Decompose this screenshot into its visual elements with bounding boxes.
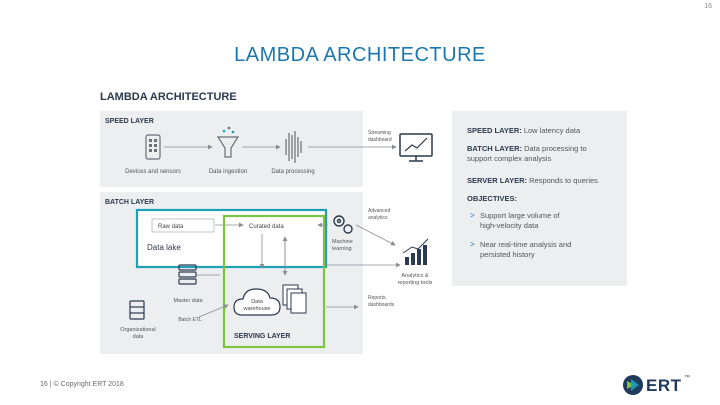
batch-summary-text-2: support complex analysis [467, 154, 551, 163]
devices-sensors-icon [145, 134, 161, 160]
server-summary-head: SERVER LAYER: [467, 176, 527, 185]
server-icon [129, 300, 145, 320]
reports-label: Reports, [368, 295, 387, 301]
ml-label: Machine [332, 239, 353, 245]
speed-summary-text: Low latency data [522, 126, 581, 135]
server-summary-text: Responds to queries [527, 176, 598, 185]
ml-label-2: learning [332, 246, 352, 252]
objectives-title: OBJECTIVES: [467, 194, 517, 203]
data-lake-label: Data lake [147, 243, 181, 252]
objective-bullet: > [470, 240, 475, 249]
serving-layer-title: SERVING LAYER [234, 333, 290, 340]
slide-title: LAMBDA ARCHITECTURE [234, 44, 486, 66]
devices-label: Devices and sensors [125, 169, 181, 175]
raw-data-label: Raw data [158, 224, 184, 230]
warehouse-label-2: warehouse [243, 306, 271, 312]
objective-2-line-2: persisted history [480, 250, 535, 259]
advanced-analytics-label-2: analytics [368, 215, 388, 221]
advanced-analytics-label: Advanced [368, 208, 390, 214]
objective-2: Near real-time analysis and [480, 240, 571, 249]
streaming-dashboard-icon [399, 133, 433, 162]
batch-layer-title: BATCH LAYER [105, 199, 154, 206]
summary-panel [452, 111, 627, 286]
master-data-label: Master data [173, 298, 203, 304]
batch-etl-label: Batch ETL [178, 317, 202, 323]
warehouse-label: Data [251, 299, 264, 305]
ert-logo-icon [623, 375, 643, 395]
objective-bullet: > [470, 211, 475, 220]
logo-text: ERT [646, 376, 682, 395]
data-lake-frame [135, 208, 328, 269]
org-data-label: Organizational [120, 327, 155, 333]
page-number: 16 [704, 3, 712, 10]
gears-icon [333, 215, 353, 234]
objective-1: Support large volume of [480, 211, 561, 220]
processing-label: Data processing [271, 169, 314, 175]
curated-data-label: Curated data [249, 224, 284, 230]
lambda-architecture-diagram: LAMBDA ARCHITECTURE SPEED LAYER Devices … [100, 91, 627, 354]
diagram-title: LAMBDA ARCHITECTURE [100, 91, 237, 103]
analytics-label: Analytics & [401, 273, 429, 279]
ingestion-label: Data ingestion [209, 169, 247, 175]
speed-layer-title: SPEED LAYER [105, 118, 154, 125]
footer-separator: | [49, 381, 52, 388]
serving-layer-frame [222, 214, 326, 349]
batch-summary-head: BATCH LAYER: [467, 144, 522, 153]
streaming-label: Streaming [368, 130, 391, 136]
funnel-icon [216, 126, 240, 158]
bar-chart-icon [402, 238, 429, 265]
batch-summary-text: Data processing to [522, 144, 587, 153]
server-summary: SERVER LAYER: Responds to queries [467, 176, 598, 185]
footer-page-number: 16 [40, 381, 48, 388]
data-stream-icon [285, 131, 302, 163]
copyright-text: © Copyright ERT 2018 [53, 381, 124, 388]
objective-1-line-2: high-velocity data [480, 221, 539, 230]
cloud-warehouse-icon [233, 284, 307, 316]
reports-label-2: dashboards [368, 302, 395, 308]
raw-data-box [151, 218, 215, 233]
streaming-label-2: dashboard [368, 137, 392, 143]
analytics-label-2: reporting tools [398, 280, 433, 286]
footer: 16 | © Copyright ERT 2018 [40, 381, 124, 388]
database-icon [178, 264, 197, 285]
speed-summary: SPEED LAYER: Low latency data [467, 126, 581, 135]
ert-logo: ERT ™ [622, 374, 692, 396]
speed-summary-head: SPEED LAYER: [467, 126, 522, 135]
batch-summary: BATCH LAYER: Data processing to [467, 144, 587, 153]
org-data-label-2: data [133, 334, 145, 340]
logo-trademark: ™ [684, 375, 690, 381]
